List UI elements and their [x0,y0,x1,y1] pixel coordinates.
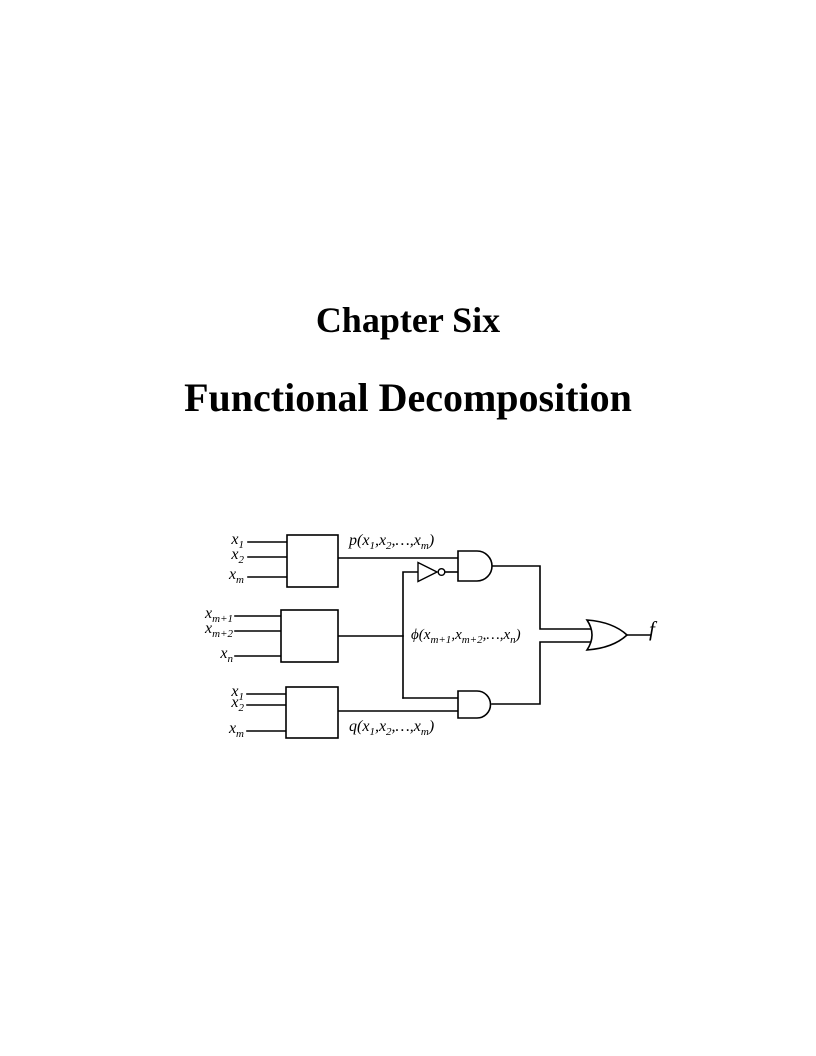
wire-phi-branch-to-inverter [402,571,419,699]
not-gate-triangle [417,561,439,583]
label-x2-top: x2 [231,546,244,566]
block-p [286,534,339,588]
label-p-function: p(x1,x2,…,xm) [349,532,435,552]
label-x1-bottom: x1 [231,683,244,703]
label-phi-function: ϕ(xm+1,xm+2,…,xn) [411,627,521,646]
wire-and2-to-or [491,641,593,705]
and-gate-top [457,550,493,582]
or-gate [585,619,629,651]
block-phi [280,609,339,663]
and-gate-bottom [457,690,492,719]
label-x1-top: x1 [231,531,244,551]
label-xm1: xm+1 [205,605,233,625]
label-f-output: f [649,617,655,641]
subfunction-blocks [280,534,339,739]
label-q-function: q(x1,x2,…,xm) [349,718,435,738]
label-xm-top: xm [228,566,244,586]
block-q [285,686,339,739]
page-title: Functional Decomposition [184,375,632,420]
not-gate [417,561,446,583]
wire-and1-to-or [492,565,593,630]
not-gate-bubble [437,568,446,577]
chapter-title: Chapter Six [315,300,501,340]
label-xm2: xm+2 [205,620,233,640]
label-xn: xn [220,645,233,665]
label-x2-bottom: x2 [231,694,244,714]
circuit-wires [234,541,651,732]
label-xm-bottom: xm [228,720,244,740]
